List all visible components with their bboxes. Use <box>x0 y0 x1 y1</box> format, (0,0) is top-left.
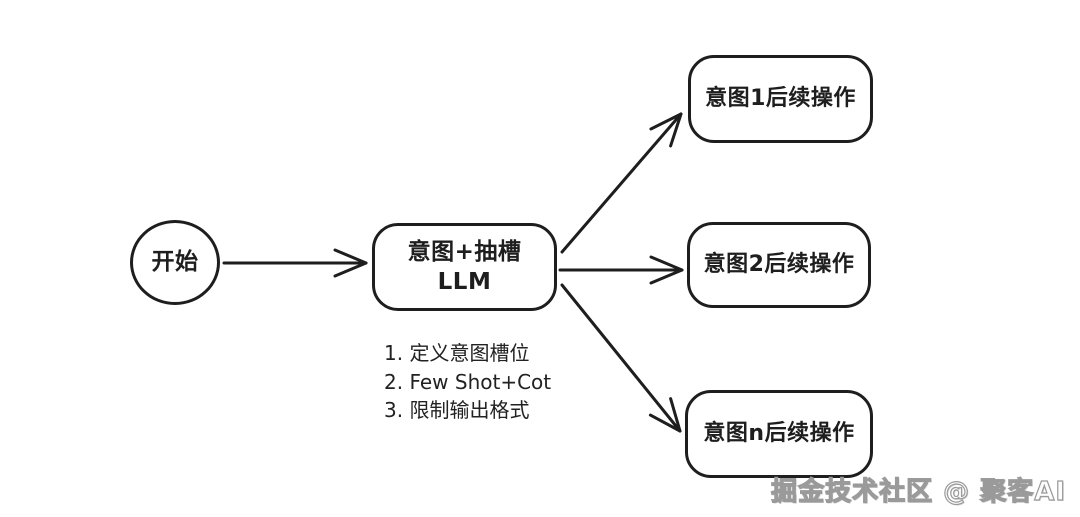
node-intent2: 意图2后续操作 <box>687 222 871 308</box>
llm-notes-list: 1. 定义意图槽位 2. Few Shot+Cot 3. 限制输出格式 <box>384 339 551 425</box>
node-intent1-label: 意图1后续操作 <box>705 86 856 112</box>
llm-note-item: 1. 定义意图槽位 <box>384 341 530 365</box>
node-intent1: 意图1后续操作 <box>688 55 873 143</box>
node-start: 开始 <box>130 220 220 305</box>
node-llm-label-line1: 意图+抽槽 <box>407 238 522 265</box>
llm-note-item: 2. Few Shot+Cot <box>384 369 552 394</box>
node-start-label: 开始 <box>151 249 199 276</box>
node-intent-n: 意图n后续操作 <box>685 390 873 478</box>
node-llm: 意图+抽槽 LLM <box>372 223 557 311</box>
node-intent2-label: 意图2后续操作 <box>703 252 855 278</box>
node-intent-n-label: 意图n后续操作 <box>703 421 855 447</box>
llm-note-item: 3. 限制输出格式 <box>384 398 530 422</box>
node-llm-label-line2: LLM <box>437 269 492 295</box>
arrow-llm-to-intent1 <box>560 112 683 254</box>
watermark: 掘金技术社区 @ 聚客AI <box>770 476 1066 507</box>
arrow-llm-to-intentN <box>560 283 682 433</box>
